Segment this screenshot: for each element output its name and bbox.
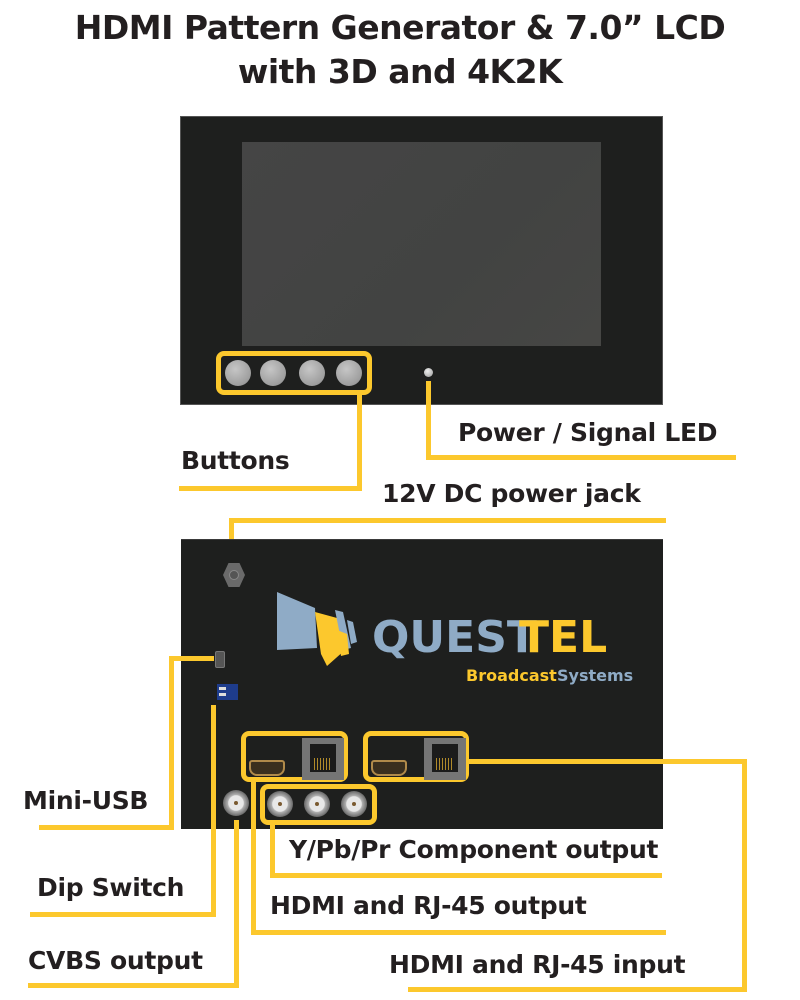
- front-button-1[interactable]: [225, 360, 251, 386]
- logo-tagline-systems: Systems: [557, 666, 634, 685]
- mini-usb-port[interactable]: [215, 651, 225, 668]
- label-component: Y/Pb/Pr Component output: [289, 835, 659, 864]
- rj45-input-port[interactable]: [424, 738, 466, 780]
- hdmi-output-port[interactable]: [249, 760, 285, 776]
- label-hdmi-output: HDMI and RJ-45 output: [270, 891, 587, 920]
- dc-jack-leader-h: [229, 518, 666, 523]
- label-hdmi-input: HDMI and RJ-45 input: [389, 950, 686, 979]
- component-y-connector[interactable]: [267, 791, 293, 817]
- cvbs-leader: [234, 820, 239, 988]
- hdmi-input-port[interactable]: [371, 760, 407, 776]
- questtel-logo-icon: [277, 592, 357, 666]
- component-highlight: [260, 784, 377, 825]
- hdmi-input-leader-h2: [408, 987, 747, 992]
- label-dc-jack: 12V DC power jack: [382, 479, 641, 508]
- component-pr-connector[interactable]: [341, 791, 367, 817]
- dip-switch-leader: [211, 705, 216, 917]
- led-leader: [426, 381, 431, 460]
- hdmi-rj45-input-highlight: [363, 731, 469, 782]
- hdmi-output-leader-h: [251, 930, 666, 935]
- hdmi-rj45-output-highlight: [241, 731, 348, 782]
- led-leader-h: [426, 455, 736, 460]
- buttons-highlight: [216, 351, 372, 395]
- logo-tagline-broadcast: Broadcast: [466, 666, 557, 685]
- dip-switch-leader-h: [30, 912, 216, 917]
- front-button-3[interactable]: [299, 360, 325, 386]
- front-panel: [180, 116, 663, 405]
- rj45-output-port[interactable]: [302, 738, 344, 780]
- title-line-1: HDMI Pattern Generator & 7.0” LCD: [74, 8, 726, 47]
- hdmi-input-leader-h1: [469, 759, 747, 764]
- buttons-leader: [357, 395, 362, 491]
- label-cvbs: CVBS output: [28, 946, 203, 975]
- label-power-led: Power / Signal LED: [458, 418, 718, 447]
- dip-switch[interactable]: [217, 684, 238, 700]
- cvbs-bnc-connector[interactable]: [223, 790, 249, 816]
- hdmi-input-leader: [742, 759, 747, 992]
- hdmi-output-leader: [251, 779, 256, 935]
- component-leader-h: [270, 873, 662, 878]
- component-pb-connector[interactable]: [304, 791, 330, 817]
- front-button-2[interactable]: [260, 360, 286, 386]
- power-signal-led: [424, 368, 433, 377]
- logo-brand-quest: QUEST: [372, 612, 537, 663]
- mini-usb-leader-h2: [39, 825, 174, 830]
- mini-usb-leader: [169, 656, 174, 830]
- label-buttons: Buttons: [181, 446, 290, 475]
- mini-usb-leader-h1: [169, 656, 214, 661]
- logo-brand-tel: TEL: [519, 612, 608, 663]
- component-leader: [270, 822, 275, 878]
- dc-power-jack[interactable]: [223, 563, 245, 587]
- buttons-leader-h: [179, 486, 362, 491]
- label-mini-usb: Mini-USB: [23, 786, 149, 815]
- dc-jack-leader: [229, 518, 234, 558]
- label-dip-switch: Dip Switch: [37, 873, 185, 902]
- front-button-4[interactable]: [336, 360, 362, 386]
- cvbs-leader-h: [28, 983, 239, 988]
- lcd-screen: [242, 142, 601, 346]
- title-line-2: with 3D and 4K2K: [237, 52, 563, 91]
